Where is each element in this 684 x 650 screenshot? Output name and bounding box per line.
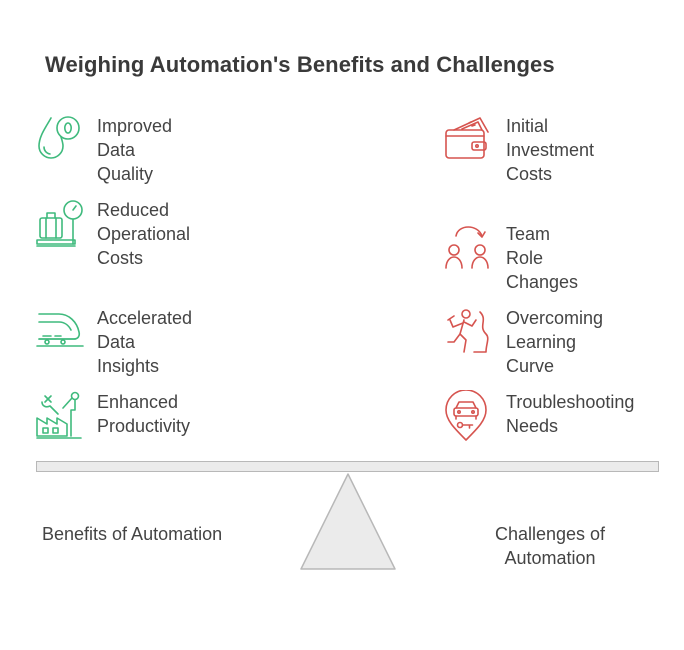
challenge-label: Troubleshooting Needs [506, 392, 635, 436]
water-drop-zero-icon [38, 116, 80, 159]
briefcase-on-scale-icon [36, 200, 83, 247]
benefit-label: Enhanced Productivity [97, 392, 191, 436]
bullet-train-icon [36, 313, 84, 347]
page-title: Weighing Automation's Benefits and Chall… [45, 52, 555, 77]
wallet-money-icon [445, 117, 489, 159]
people-swap-icon [445, 226, 489, 269]
benefit-label: Accelerated Data Insights [97, 308, 193, 376]
benefit-label: Improved Data Quality [97, 116, 173, 184]
challenges-side-label: Challenges of Automation [494, 524, 606, 568]
seesaw-fulcrum [300, 473, 396, 570]
challenge-label: Team Role Changes [506, 224, 579, 292]
car-location-pin-icon [445, 390, 487, 441]
factory-robot-arm-icon [36, 391, 82, 439]
seesaw-beam [36, 461, 659, 472]
benefit-label: Reduced Operational Costs [97, 200, 191, 268]
benefits-side-label: Benefits of Automation [42, 524, 223, 544]
climbing-person-icon [447, 309, 489, 353]
challenge-label: Initial Investment Costs [506, 116, 595, 184]
challenge-label: Overcoming Learning Curve [506, 308, 604, 376]
